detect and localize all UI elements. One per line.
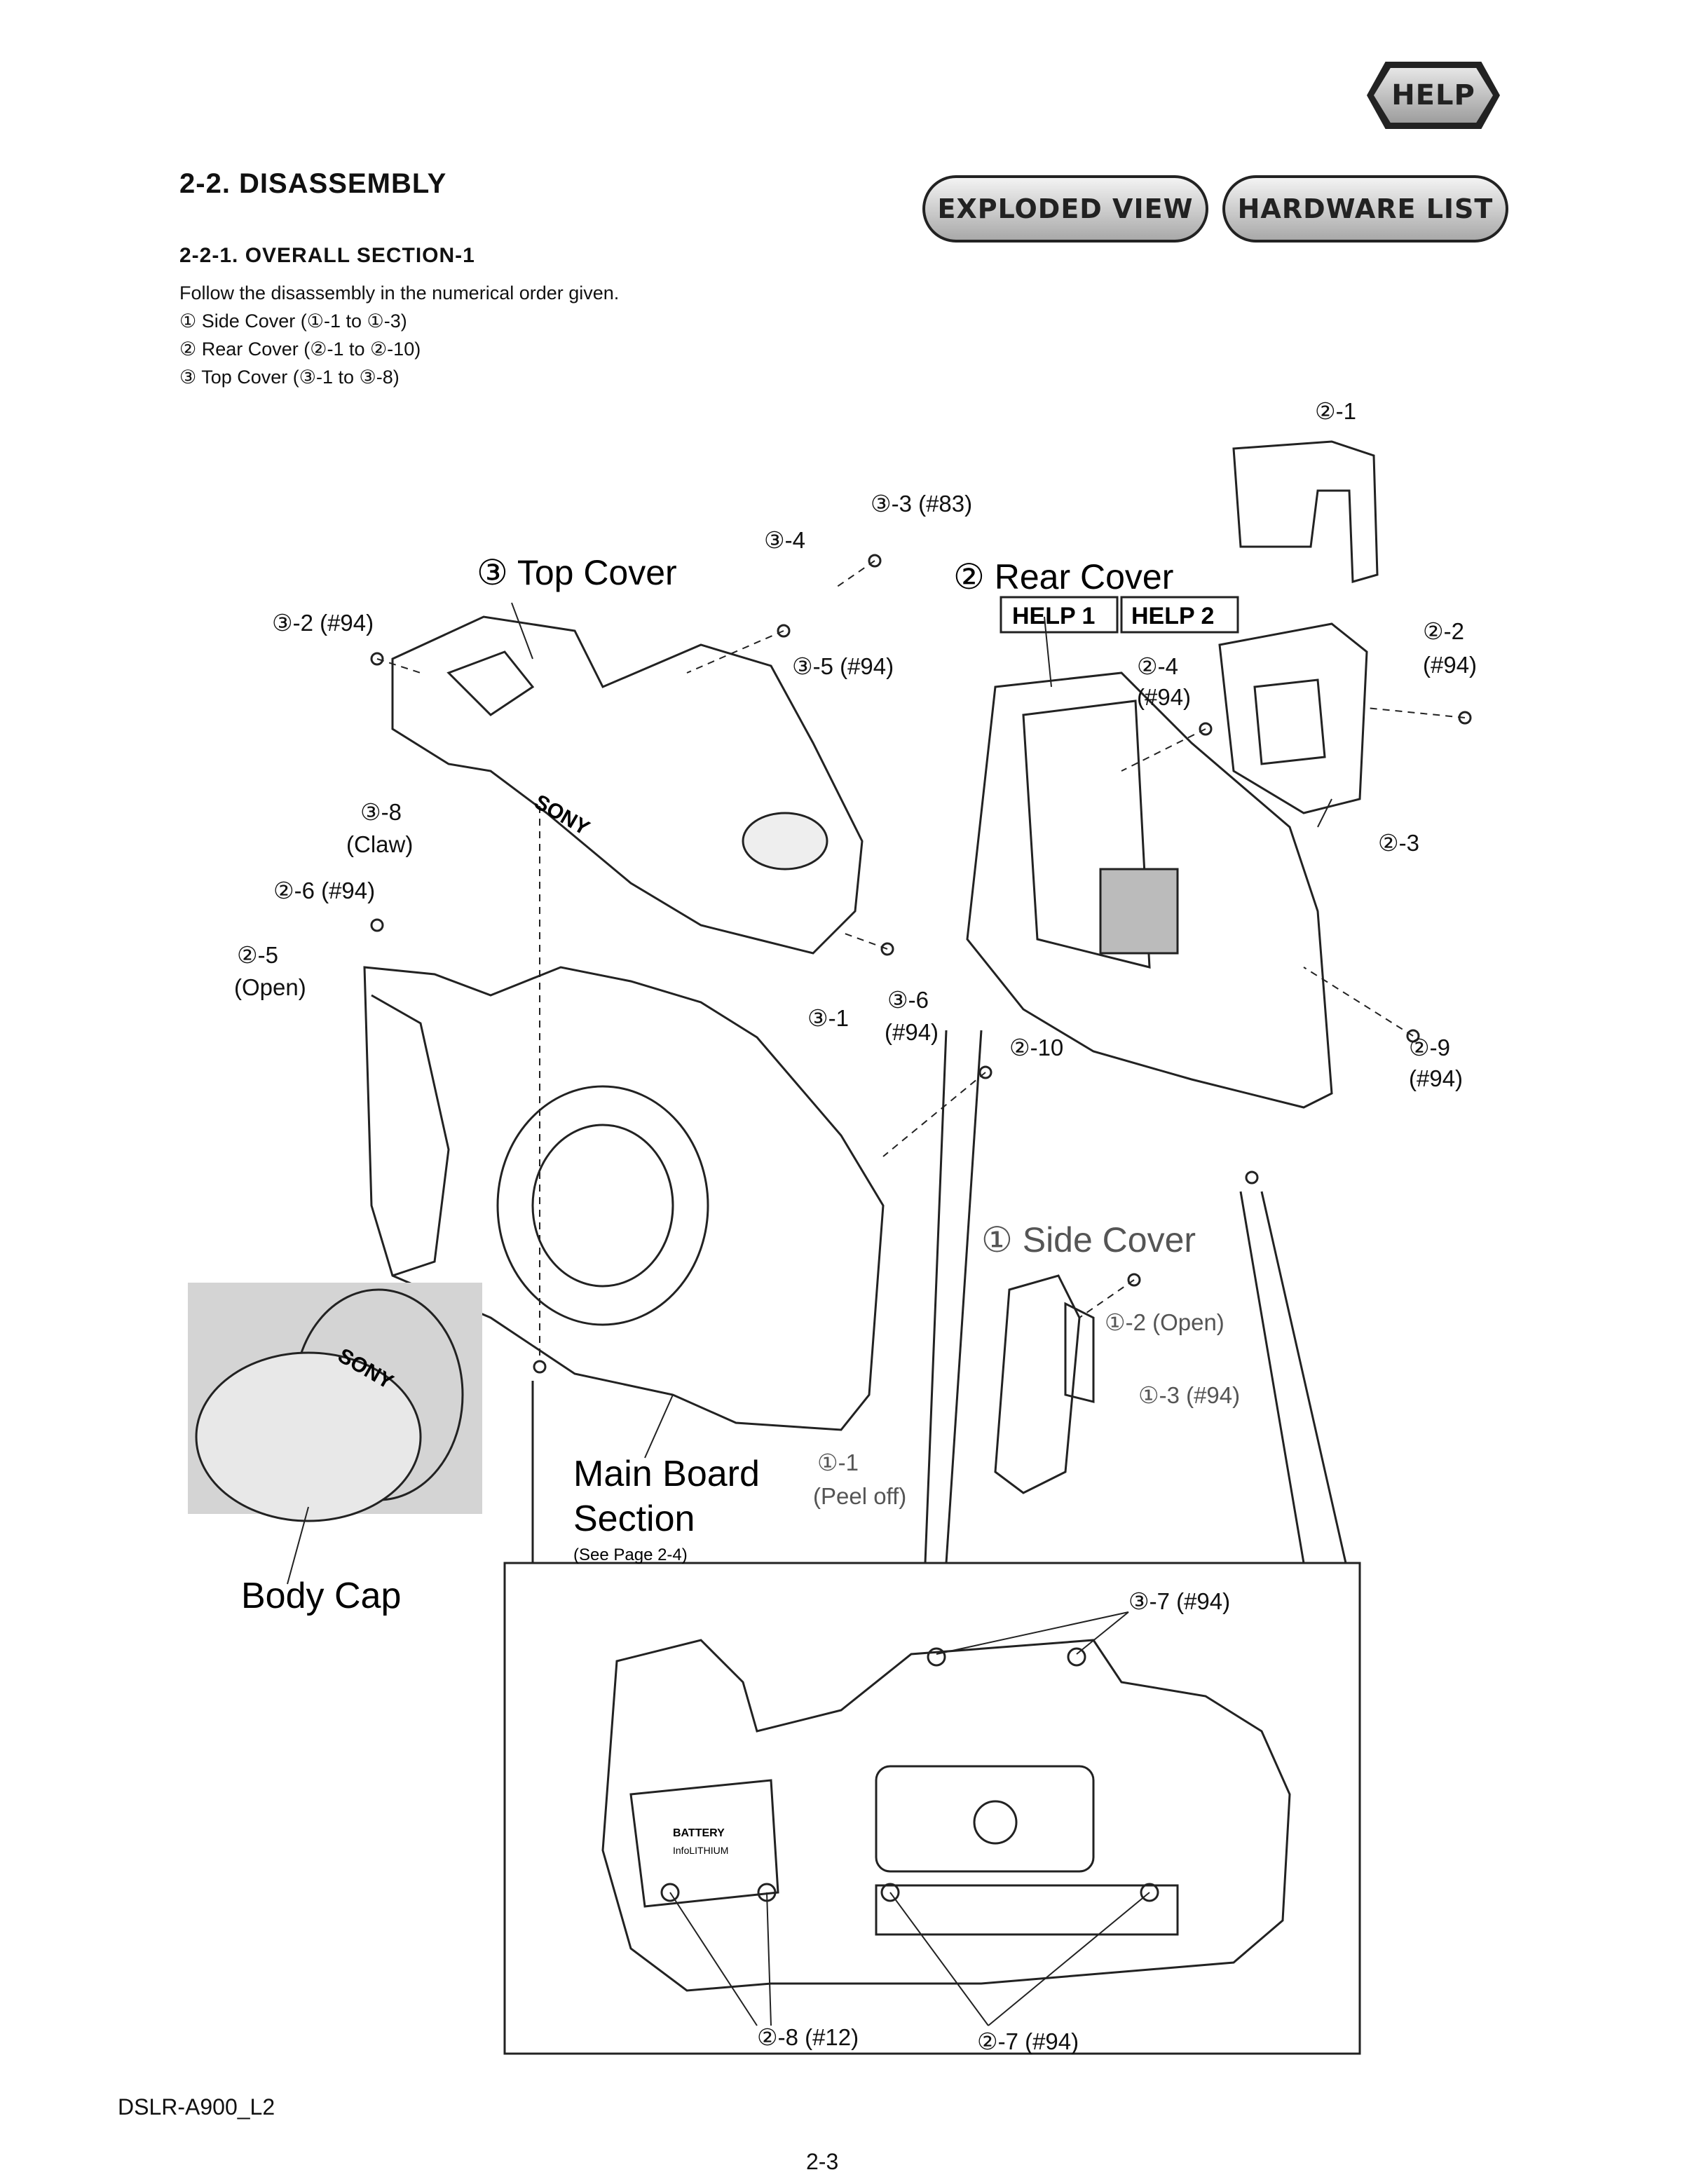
callout-1-1a: ①-1: [817, 1449, 859, 1475]
help2-label: HELP 2: [1131, 603, 1214, 629]
help1-label: HELP 1: [1012, 603, 1095, 629]
side-cover-part: [994, 1274, 1081, 1494]
callout-3-4: ③-4: [764, 527, 805, 553]
battery-sub-label: InfoLITHIUM: [673, 1845, 728, 1856]
callout-2-2b: (#94): [1423, 652, 1477, 678]
body-cap-part: [188, 1283, 482, 1522]
callout-3-5: ③-5 (#94): [792, 653, 894, 679]
section-title: 2-2. DISASSEMBLY: [179, 168, 447, 199]
callout-3-8a: ③-8: [360, 799, 402, 825]
callout-3-7: ③-7 (#94): [1128, 1588, 1230, 1614]
body-cap-title: Body Cap: [241, 1576, 401, 1616]
callout-2-9b: (#94): [1409, 1065, 1463, 1091]
callout-2-5b: (Open): [234, 974, 306, 1000]
exploded-view-button[interactable]: EXPLODED VIEW: [922, 175, 1208, 243]
callout-3-8b: (Claw): [346, 831, 413, 857]
footer-model: DSLR-A900_L2: [118, 2094, 275, 2120]
hardware-list-button[interactable]: HARDWARE LIST: [1222, 175, 1508, 243]
callout-3-1: ③-1: [807, 1005, 849, 1031]
side-cover-title: ① Side Cover: [981, 1220, 1196, 1260]
rear-cover-part: [966, 671, 1333, 1109]
callout-2-4b: (#94): [1137, 684, 1191, 710]
instructions: Follow the disassembly in the numerical …: [179, 279, 619, 391]
step-rear-cover: ② Rear Cover (②-1 to ②-10): [179, 339, 421, 360]
main-board-note: (See Page 2-4): [573, 1545, 688, 1564]
instruction-text: Follow the disassembly in the numerical …: [179, 282, 620, 303]
callout-2-4a: ②-4: [1137, 653, 1178, 679]
main-board-title-1: Main Board: [573, 1454, 760, 1494]
top-cover-part: [391, 615, 864, 955]
help-button[interactable]: HELP: [1367, 62, 1500, 129]
eyepiece-frame-part: [1218, 622, 1368, 814]
main-board-title-2: Section: [573, 1499, 695, 1539]
callout-2-2a: ②-2: [1423, 618, 1464, 644]
callout-3-6b: (#94): [885, 1019, 939, 1045]
step-top-cover: ③ Top Cover (③-1 to ③-8): [179, 367, 400, 388]
rear-cover-title: ② Rear Cover: [953, 557, 1173, 596]
callout-2-9a: ②-9: [1409, 1035, 1450, 1060]
callout-2-10: ②-10: [1009, 1035, 1063, 1060]
bottom-view-camera: [601, 1639, 1291, 1992]
callout-1-3: ①-3 (#94): [1138, 1382, 1240, 1408]
step-side-cover: ① Side Cover (①-1 to ①-3): [179, 310, 407, 332]
exploded-view-button-label: EXPLODED VIEW: [937, 193, 1194, 224]
hardware-list-button-label: HARDWARE LIST: [1237, 193, 1494, 224]
callout-3-3: ③-3 (#83): [871, 491, 972, 517]
callout-2-8: ②-8 (#12): [757, 2024, 859, 2050]
eyecup-part: [1232, 440, 1379, 583]
bottom-screw-icons: [660, 1647, 1159, 1902]
callout-3-6a: ③-6: [887, 987, 929, 1013]
footer-page-number: 2-3: [806, 2149, 839, 2174]
help1-box[interactable]: HELP 1: [1000, 596, 1119, 634]
top-cover-title: ③ Top Cover: [477, 553, 677, 592]
bottom-view-frame: [503, 1562, 1361, 2055]
section-subtitle: 2-2-1. OVERALL SECTION-1: [179, 244, 475, 267]
callout-2-6: ②-6 (#94): [273, 878, 375, 903]
callout-1-1b: (Peel off): [813, 1483, 906, 1509]
screw-icons: [370, 554, 1472, 1374]
callout-2-1: ②-1: [1315, 398, 1356, 424]
battery-label: BATTERY: [673, 1827, 725, 1839]
callout-3-2: ③-2 (#94): [272, 610, 374, 636]
help2-box[interactable]: HELP 2: [1120, 596, 1239, 634]
callout-1-2: ①-2 (Open): [1105, 1309, 1224, 1335]
callout-2-7: ②-7 (#94): [977, 2028, 1079, 2054]
callout-2-5a: ②-5: [237, 942, 278, 968]
help-button-label: HELP: [1374, 68, 1493, 123]
callout-2-3: ②-3: [1378, 830, 1419, 856]
